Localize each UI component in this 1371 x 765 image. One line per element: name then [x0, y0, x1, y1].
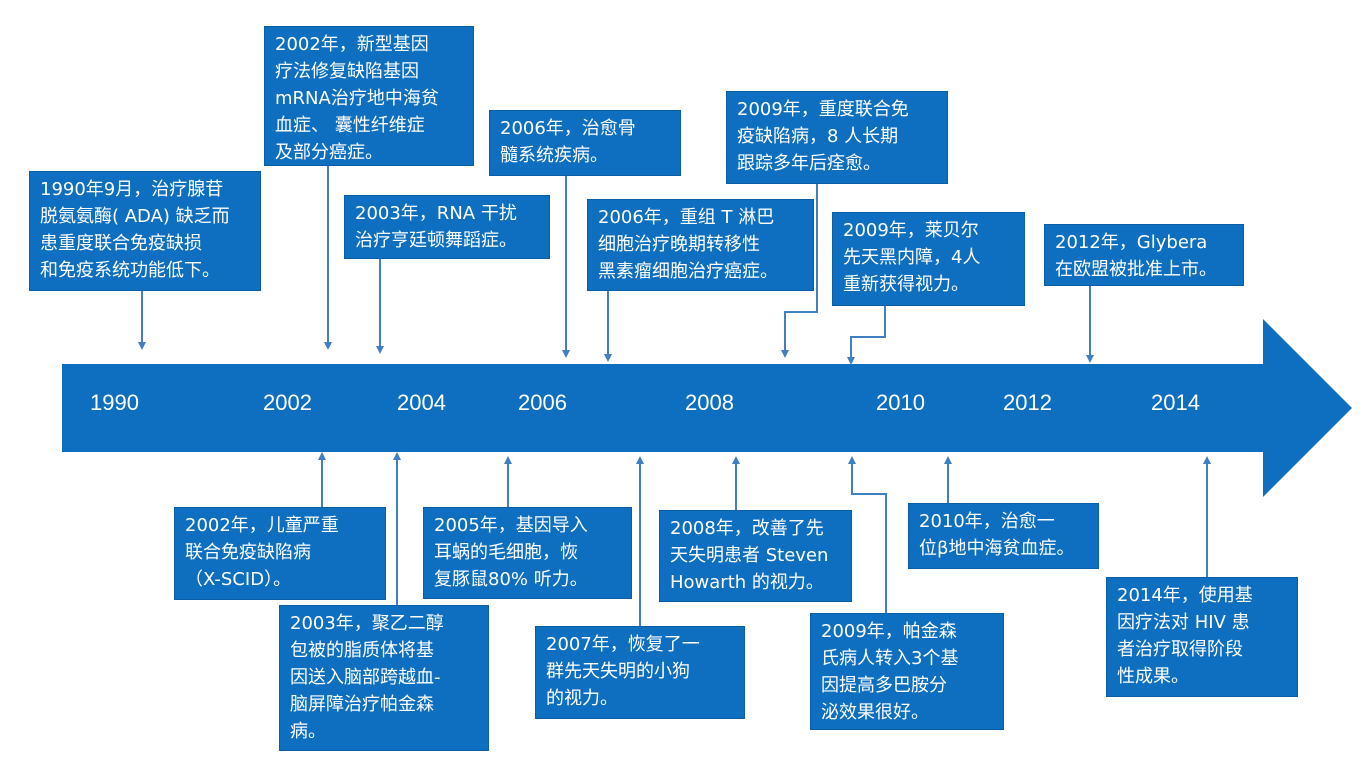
event-2003-rna-interference: 2003年，RNA 干扰 治疗亨廷顿舞蹈症。	[344, 195, 550, 259]
event-2008-steven-howarth: 2008年，改善了先 天失明患者 Steven Howarth 的视力。	[659, 510, 852, 602]
connector-2009-bottom	[848, 456, 887, 614]
event-2002-mrna-repair: 2002年，新型基因 疗法修复缺陷基因 mRNA治疗地中海贫 血症、 囊性纤维症…	[264, 26, 474, 166]
event-2003-liposome-parkinson: 2003年，聚乙二醇 包被的脂质体将基 因送入脑部跨越血- 脑屏障治疗帕金森 病…	[279, 605, 489, 751]
year-label-2002: 2002	[263, 390, 312, 415]
event-2012-glybera: 2012年，Glybera 在欧盟被批准上市。	[1044, 224, 1244, 286]
year-label-2014: 2014	[1151, 390, 1200, 415]
event-2009-scid-cured: 2009年，重度联合免 疫缺陷病，8 人长期 跟踪多年后痊愈。	[726, 91, 948, 184]
event-2009-parkinson-dopamine: 2009年，帕金森 氏病人转入3个基 因提高多巴胺分 泌效果很好。	[810, 613, 1004, 730]
event-2007-blind-dogs: 2007年，恢复了一 群先天失明的小狗 的视力。	[535, 626, 745, 719]
year-label-2010: 2010	[876, 390, 925, 415]
event-2010-beta-thalassemia: 2010年，治愈一 位β地中海贫血症。	[908, 503, 1099, 569]
event-2014-hiv: 2014年，使用基 因疗法对 HIV 患 者治疗取得阶段 性成果。	[1106, 577, 1298, 697]
year-label-2008: 2008	[685, 390, 734, 415]
event-2006-bone-marrow: 2006年，治愈骨 髓系统疾病。	[489, 110, 681, 176]
timeline-arrow	[62, 319, 1352, 497]
event-1990-ada-deficiency: 1990年9月，治疗腺苷 脱氨氨酶( ADA) 缺乏而 患重度联合免疫缺损 和免…	[29, 171, 261, 291]
event-2009-leber-amaurosis: 2009年，莱贝尔 先天黑内障，4人 重新获得视力。	[832, 212, 1025, 306]
event-2005-cochlea-hearing: 2005年，基因导入 耳蜗的毛细胞，恢 复豚鼠80% 听力。	[423, 507, 632, 599]
event-2006-t-lymphocyte: 2006年，重组 T 淋巴 细胞治疗晚期转移性 黑素瘤细胞治疗癌症。	[587, 199, 814, 291]
year-label-2012: 2012	[1003, 390, 1052, 415]
year-label-1990: 1990	[90, 390, 139, 415]
connector-2009-top-b	[847, 305, 886, 365]
event-2002-x-scid: 2002年，儿童严重 联合免疫缺陷病 （X-SCID）。	[174, 507, 386, 600]
connector-2009-top-a	[781, 183, 818, 358]
year-label-2006: 2006	[518, 390, 567, 415]
year-label-2004: 2004	[397, 390, 446, 415]
